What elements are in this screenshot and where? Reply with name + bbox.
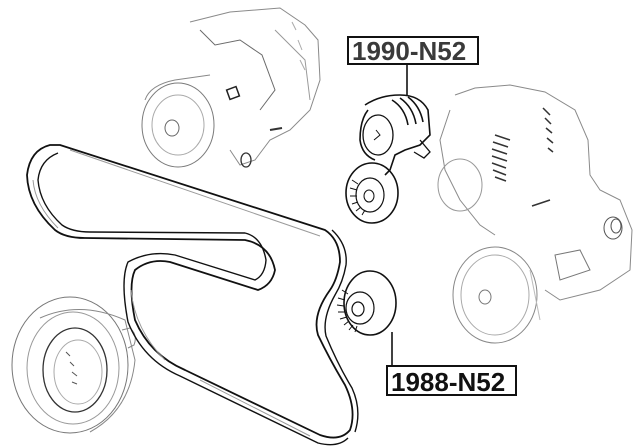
serpentine-belt [26, 144, 359, 446]
belt-tensioner [345, 94, 431, 224]
part-number-label-idler-pulley: 1988-N52 [386, 365, 517, 396]
alternator-right [437, 84, 633, 344]
crankshaft-pulley [11, 296, 136, 434]
part-number-label-tensioner: 1990-N52 [347, 36, 479, 65]
idler-pulley [336, 270, 397, 336]
alternator-upper [141, 7, 321, 168]
